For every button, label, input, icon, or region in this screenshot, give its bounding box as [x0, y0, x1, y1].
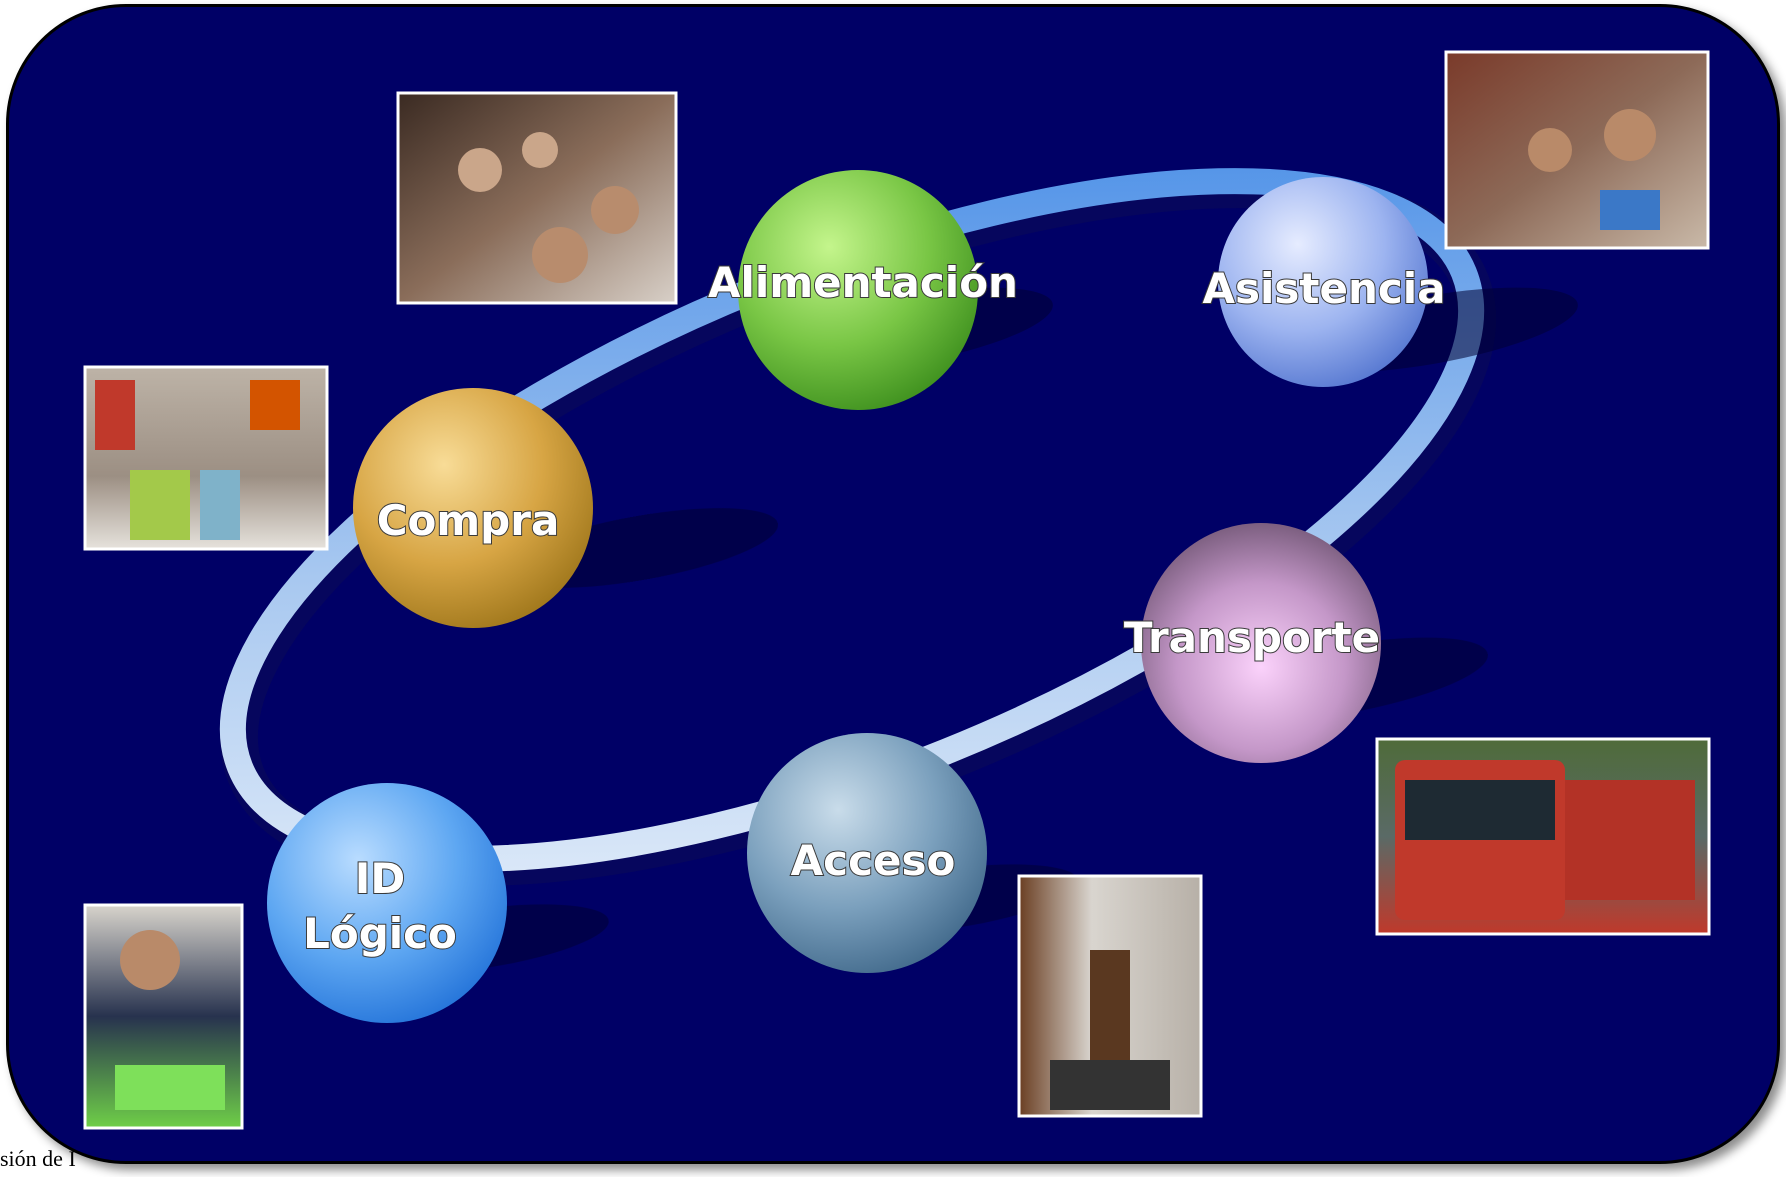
node-asistencia: Asistencia — [1202, 177, 1447, 387]
node-id-logico: ID Lógico — [267, 783, 507, 1023]
node-transporte: Transporte — [1123, 523, 1381, 763]
node-label-acceso: Acceso — [791, 836, 956, 885]
node-label-id-line2: Lógico — [303, 909, 457, 958]
photo-comedor-escolar — [396, 91, 678, 305]
node-label-alimentacion: Alimentación — [708, 258, 1018, 307]
footer-text: sión de I — [0, 1146, 76, 1171]
photo-libreria — [83, 365, 329, 551]
node-acceso: Acceso — [747, 733, 987, 973]
node-label-asistencia: Asistencia — [1203, 264, 1446, 313]
node-label-transporte: Transporte — [1124, 613, 1380, 662]
photo-autobus — [1375, 737, 1711, 936]
node-alimentacion: Alimentación — [707, 170, 1019, 410]
photo-estudiante-laptop — [83, 903, 244, 1130]
node-label-compra: Compra — [377, 496, 560, 545]
node-compra: Compra — [353, 388, 593, 628]
photo-pasillo — [1017, 874, 1203, 1118]
node-label-id-line1: ID — [355, 854, 406, 903]
photo-aula — [1444, 50, 1710, 250]
